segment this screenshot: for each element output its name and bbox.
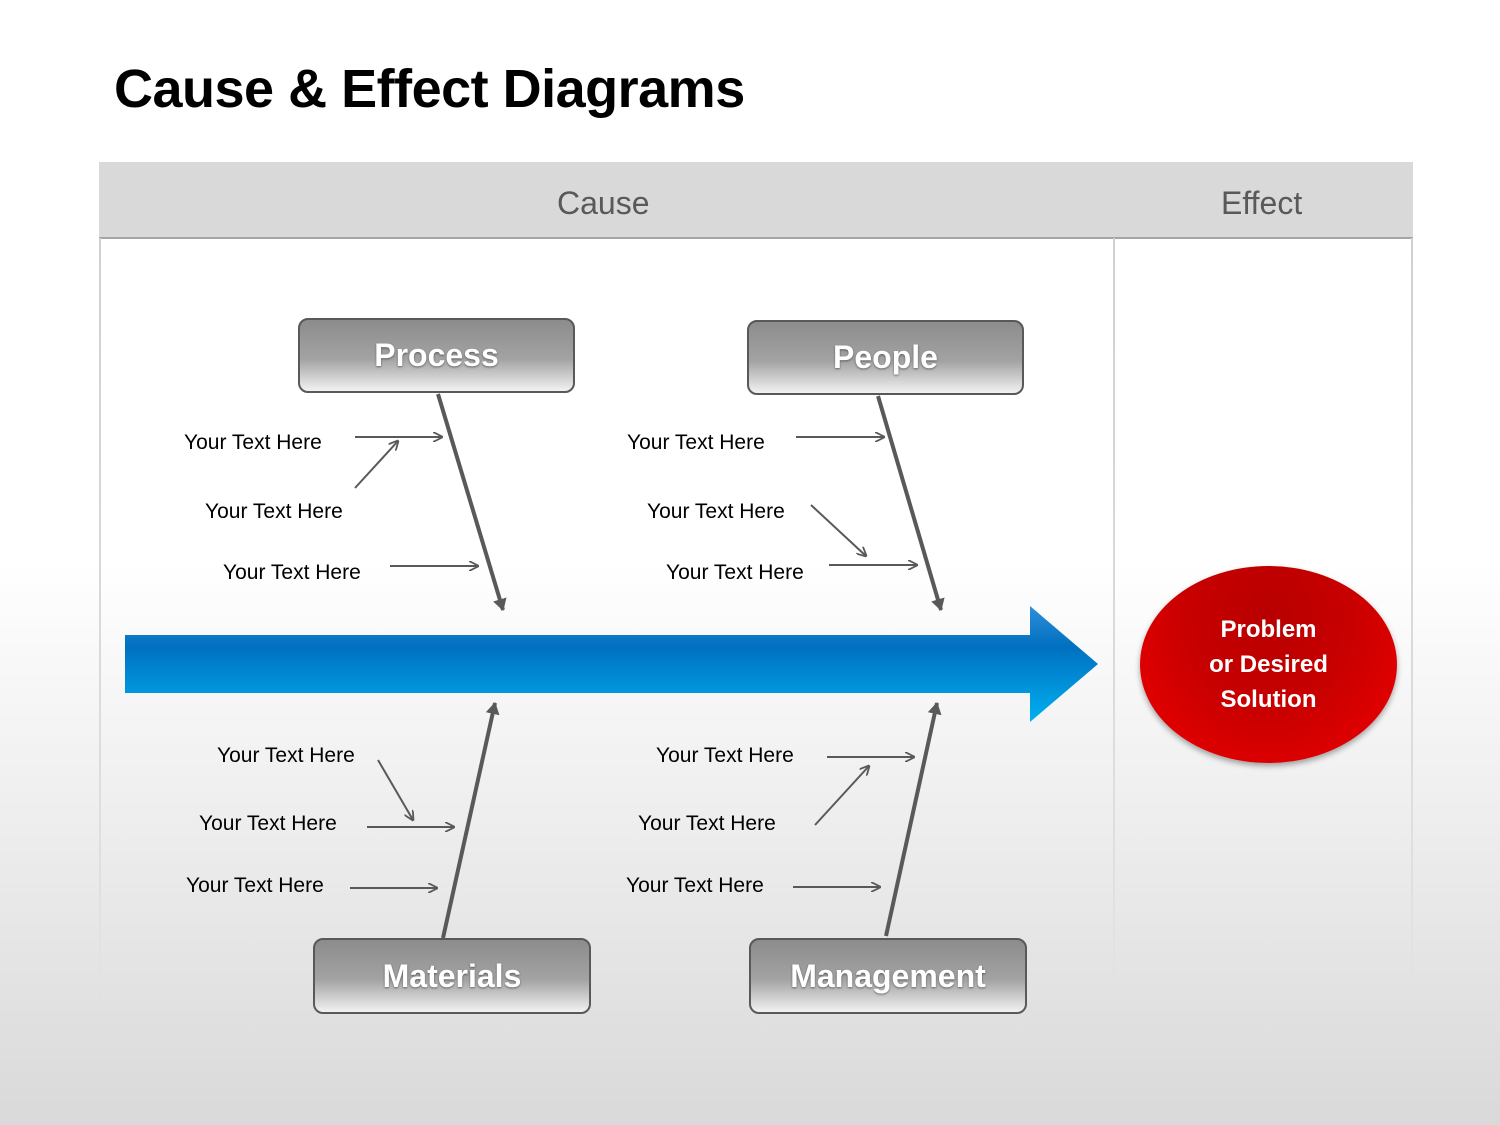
bone-management [884, 702, 942, 937]
sub-arrow [810, 504, 866, 556]
bone-people [876, 395, 945, 611]
bone-materials [441, 702, 500, 939]
cause-text: Your Text Here [199, 812, 337, 835]
effect-header: Effect [1221, 185, 1303, 221]
column-divider [1113, 238, 1115, 1058]
cause-text: Your Text Here [626, 874, 764, 897]
page-title: Cause & Effect Diagrams [114, 59, 745, 119]
sub-arrow [814, 766, 869, 826]
category-management: Management [749, 938, 1027, 1014]
bone-process [436, 393, 507, 611]
category-people: People [747, 320, 1024, 395]
sub-arrow [354, 441, 398, 489]
cause-text: Your Text Here [638, 812, 776, 835]
cause-text: Your Text Here [647, 500, 785, 523]
cause-text: Your Text Here [186, 874, 324, 897]
effect-text: Problem or Desired Solution [1209, 616, 1328, 713]
category-materials: Materials [313, 938, 591, 1014]
category-process: Process [298, 318, 575, 393]
cause-header: Cause [557, 185, 650, 221]
cause-text: Your Text Here [656, 744, 794, 767]
header-bar [99, 162, 1413, 239]
sub-arrow [377, 759, 413, 820]
effect-circle: Problem or Desired Solution [1140, 566, 1397, 763]
cause-text: Your Text Here [666, 561, 804, 584]
left-border [99, 238, 101, 1058]
spine-arrow [125, 606, 1098, 722]
right-border [1411, 238, 1413, 1058]
cause-text: Your Text Here [217, 744, 355, 767]
cause-text: Your Text Here [627, 431, 765, 454]
cause-text: Your Text Here [205, 500, 343, 523]
cause-text: Your Text Here [223, 561, 361, 584]
cause-text: Your Text Here [184, 431, 322, 454]
